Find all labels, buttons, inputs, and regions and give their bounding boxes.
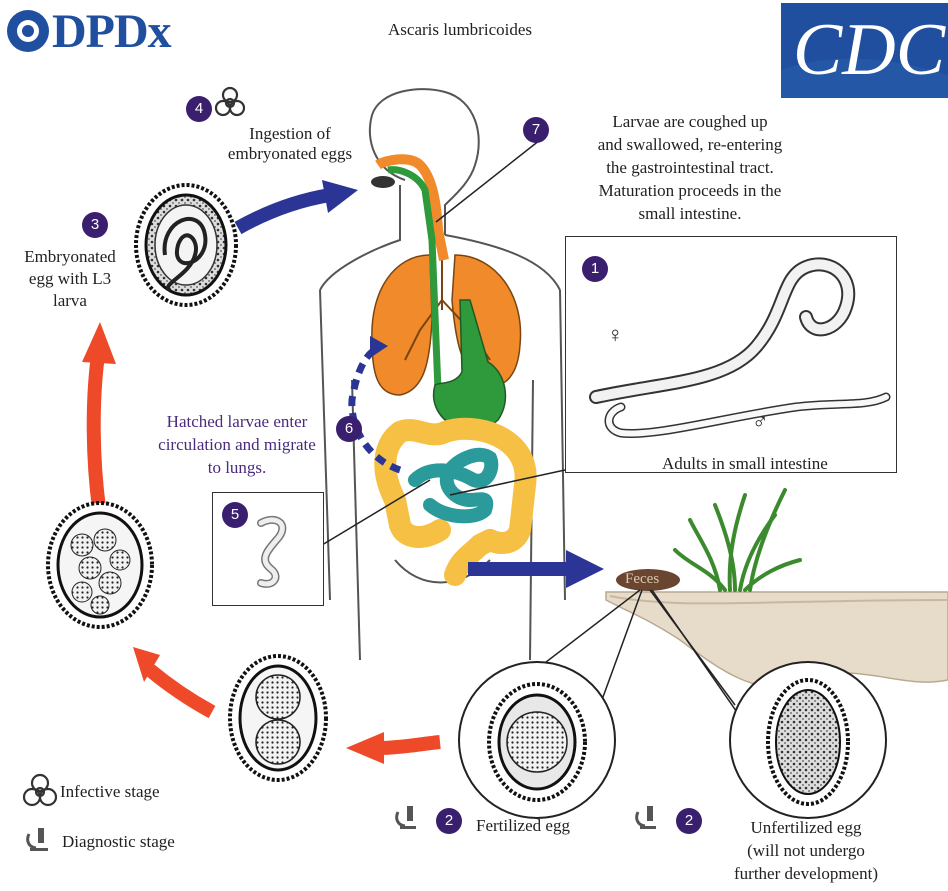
adult-worms: [566, 237, 896, 472]
stage-1-label: Adults in small intestine: [662, 454, 828, 474]
legend-infective-label: Infective stage: [60, 782, 160, 802]
egg-early-cleavage: [48, 503, 152, 627]
stage-3-label: Embryonated egg with L3 larva: [10, 246, 130, 312]
stage-2-fertilized-badge: 2: [436, 808, 462, 834]
dpdx-logo-icon: [7, 10, 49, 52]
stage-6-label: Hatched larvae enter circulation and mig…: [132, 410, 342, 479]
microscope-icon-fertilized: [397, 806, 416, 829]
cdc-logo-text: CDC: [790, 2, 948, 98]
unfertilized-egg-label: Unfertilized egg (will not undergo furth…: [706, 816, 906, 885]
red-arrow-left-upper: [133, 647, 212, 712]
stage-1-badge: 1: [582, 256, 608, 282]
stage-5-badge: 5: [222, 502, 248, 528]
stage-3-badge: 3: [82, 212, 108, 238]
blue-arrow-to-feces: [468, 550, 604, 588]
fertilized-egg-label: Fertilized egg: [476, 816, 570, 836]
biohazard-legend-icon: [24, 775, 56, 805]
red-arrow-left-lower: [346, 732, 440, 764]
microscope-icon-unfertilized: [637, 806, 656, 829]
grass: [675, 490, 800, 590]
stage-7-label: Larvae are coughed up and swallowed, re-…: [560, 110, 820, 225]
blue-arrow-ingestion: [238, 180, 358, 228]
stage-7-badge: 7: [523, 117, 549, 143]
red-arrow-up: [82, 322, 116, 515]
page-title: Ascaris lumbricoides: [388, 20, 532, 40]
female-symbol: ♀: [607, 325, 624, 345]
feces-label: Feces: [625, 569, 659, 589]
unfertilized-egg-circle: [730, 662, 886, 818]
egg-two-cell: [230, 656, 326, 780]
legend-diagnostic-label: Diagnostic stage: [62, 832, 175, 852]
biohazard-icon: [216, 88, 244, 115]
stage-4-badge: 4: [186, 96, 212, 122]
egg-embryonated-larva: [136, 185, 236, 305]
fertilized-egg-circle: [459, 662, 615, 818]
stage-4-label: Ingestion of embryonated eggs: [210, 124, 370, 164]
male-symbol: ♂: [752, 412, 769, 432]
pointer-line-7: [436, 140, 540, 222]
adults-box: ♀ ♂: [565, 236, 897, 473]
stage-2-unfertilized-badge: 2: [676, 808, 702, 834]
small-intestine: [415, 455, 491, 517]
dpdx-logo: DPDx: [52, 4, 171, 60]
microscope-legend-icon: [28, 828, 48, 851]
